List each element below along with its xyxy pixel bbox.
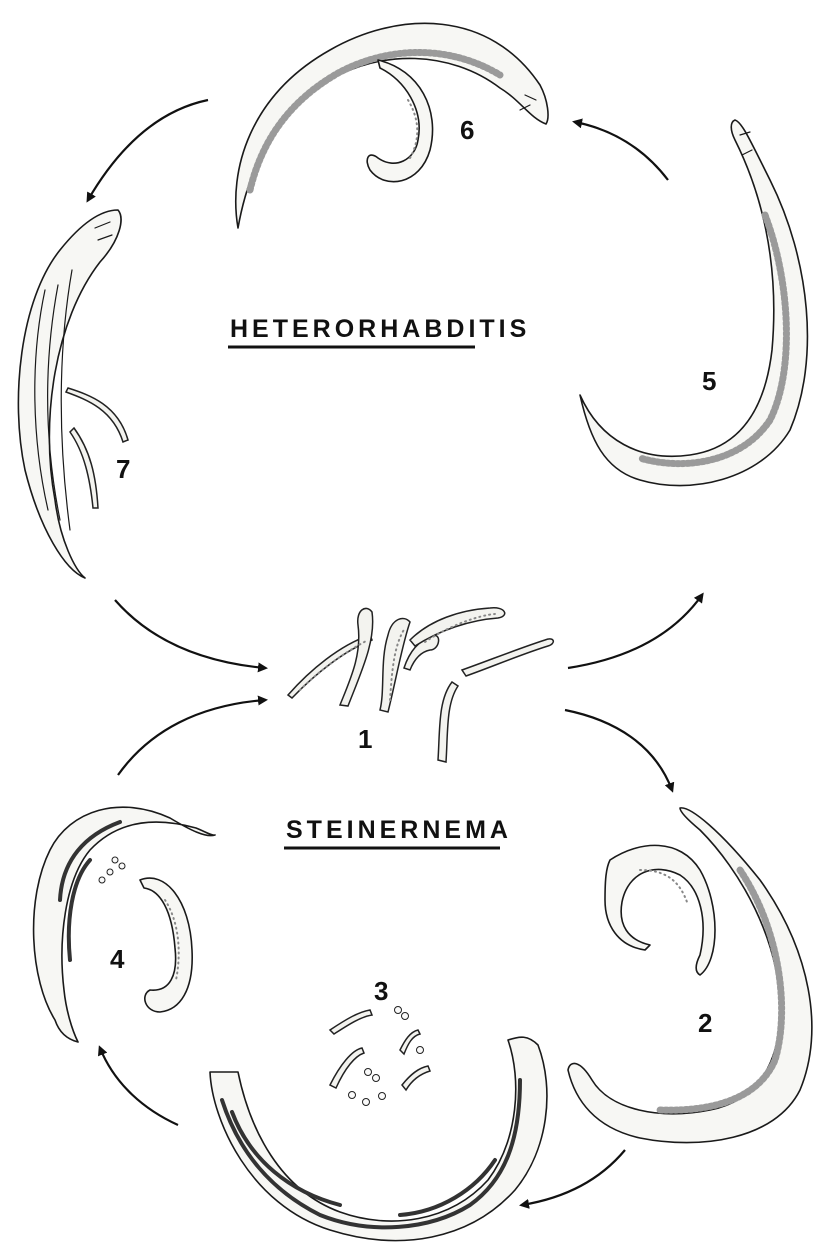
arrow-4-to-1 bbox=[118, 700, 265, 775]
stage-4-male bbox=[140, 878, 192, 1012]
stage-3-adult-with-progeny: 3 bbox=[210, 976, 547, 1241]
arrow-1-to-2 bbox=[565, 710, 672, 790]
stage-4-number: 4 bbox=[110, 944, 125, 974]
steinernema-title-group: STEINERNEMA bbox=[284, 816, 512, 848]
steinernema-title: STEINERNEMA bbox=[286, 816, 512, 844]
arrow-5-to-6 bbox=[575, 122, 668, 180]
arrow-6-to-7 bbox=[88, 100, 208, 200]
heterorhabditis-title-group: HETERORHABDITIS bbox=[228, 315, 530, 347]
stage-2-number: 2 bbox=[698, 1008, 712, 1038]
stage-1-infective-juveniles: 1 bbox=[288, 608, 553, 762]
stage-7-adult: 7 bbox=[18, 210, 130, 578]
stage-3-body bbox=[210, 1037, 547, 1240]
stage-1-number: 1 bbox=[358, 724, 372, 754]
stage-2-male bbox=[605, 845, 715, 975]
stage-6-adults: 6 bbox=[236, 23, 548, 228]
stage-6-male bbox=[367, 60, 432, 182]
stage-5-body bbox=[580, 120, 807, 486]
stage-6-number: 6 bbox=[460, 115, 474, 145]
arrow-2-to-3 bbox=[522, 1150, 625, 1205]
arrow-1-to-5 bbox=[568, 595, 702, 668]
stage-2-adults: 2 bbox=[568, 808, 812, 1143]
stage-5-number: 5 bbox=[702, 366, 716, 396]
stage-7-juvenile-b bbox=[70, 428, 98, 508]
stage-5-adult: 5 bbox=[580, 120, 807, 486]
stage-3-number: 3 bbox=[374, 976, 388, 1006]
heterorhabditis-title: HETERORHABDITIS bbox=[230, 315, 530, 343]
stage-4-adults: 4 bbox=[34, 807, 215, 1042]
stage-7-number: 7 bbox=[116, 454, 130, 484]
arrow-3-to-4 bbox=[100, 1048, 178, 1125]
arrow-7-to-1 bbox=[115, 600, 265, 668]
